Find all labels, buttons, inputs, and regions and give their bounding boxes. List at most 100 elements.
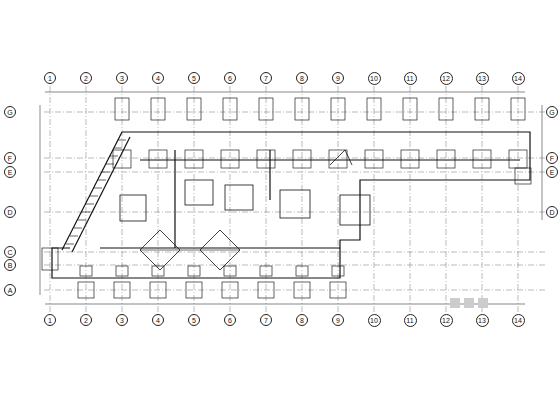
grid-line xyxy=(44,290,546,291)
footing xyxy=(258,282,274,298)
axis-label: C xyxy=(7,249,12,256)
footing xyxy=(224,266,236,276)
axis-label: 7 xyxy=(264,75,268,82)
axis-label: 7 xyxy=(264,317,268,324)
footing xyxy=(257,150,275,168)
grid-line xyxy=(106,164,114,165)
axis-label: 11 xyxy=(406,75,413,82)
footing xyxy=(221,150,239,168)
axis-bubble: G xyxy=(546,106,558,118)
axis-bubble: 5 xyxy=(188,314,200,326)
footing xyxy=(151,98,165,120)
footing xyxy=(293,150,311,168)
axis-bubble: 9 xyxy=(332,314,344,326)
axis-label: 10 xyxy=(370,317,378,324)
axis-label: 13 xyxy=(478,317,486,324)
grid-line xyxy=(44,172,546,173)
footing xyxy=(403,98,417,120)
axis-label: 2 xyxy=(84,317,88,324)
footing xyxy=(150,282,166,298)
axis-label: 5 xyxy=(192,317,196,324)
axis-bubble: 1 xyxy=(44,72,56,84)
grid-line xyxy=(44,265,546,266)
footing xyxy=(331,98,345,120)
grid-line xyxy=(70,236,78,237)
grid-line xyxy=(82,212,90,213)
axis-label: 8 xyxy=(300,317,304,324)
footing xyxy=(509,150,527,168)
footing xyxy=(511,98,525,120)
axis-label: 1 xyxy=(48,75,52,82)
grid-line xyxy=(44,252,546,253)
axis-label: 2 xyxy=(84,75,88,82)
footing xyxy=(186,282,202,298)
axis-bubble: 10 xyxy=(368,72,381,85)
axis-bubble: 2 xyxy=(80,314,92,326)
axis-label: E xyxy=(550,169,555,176)
footing xyxy=(260,266,272,276)
axis-label: D xyxy=(7,209,12,216)
dimension-lines xyxy=(40,92,542,304)
footing xyxy=(367,98,381,120)
footing xyxy=(329,150,347,168)
axis-label: 12 xyxy=(442,317,450,324)
footing xyxy=(222,282,238,298)
axis-label: F xyxy=(8,155,12,162)
footing xyxy=(187,98,201,120)
building-outline xyxy=(52,132,530,278)
footing xyxy=(115,98,129,120)
axis-bubble: D xyxy=(546,206,558,218)
axis-label: 9 xyxy=(336,317,340,324)
grid-line xyxy=(86,204,94,205)
axis-label: 3 xyxy=(120,317,124,324)
axis-bubble: 2 xyxy=(80,72,92,84)
footing xyxy=(185,150,203,168)
axis-bubble: 3 xyxy=(116,314,128,326)
axis-bubble: 8 xyxy=(296,72,308,84)
grid-line xyxy=(114,148,122,149)
footing xyxy=(149,150,167,168)
axis-label: 10 xyxy=(370,75,378,82)
axis-bubble: 12 xyxy=(440,72,453,85)
axis-label: F xyxy=(550,155,554,162)
axis-label: 12 xyxy=(442,75,450,82)
axis-bubble: 5 xyxy=(188,72,200,84)
axis-bubble: F xyxy=(546,152,558,164)
axis-bubble: 4 xyxy=(152,72,164,84)
grid-line xyxy=(90,196,98,197)
axis-bubble: 3 xyxy=(116,72,128,84)
axis-label: 9 xyxy=(336,75,340,82)
footing xyxy=(223,98,237,120)
grid-line xyxy=(78,220,86,221)
footing xyxy=(332,266,344,276)
footing xyxy=(473,150,491,168)
axis-bubble: 13 xyxy=(476,72,489,85)
footing xyxy=(515,168,531,184)
axis-label: 6 xyxy=(228,75,232,82)
grid-line xyxy=(102,172,110,173)
axis-label: E xyxy=(8,169,13,176)
axis-bubble: 7 xyxy=(260,72,272,84)
axis-bubble: 6 xyxy=(224,314,236,326)
footing xyxy=(188,266,200,276)
axis-bubble: 13 xyxy=(476,314,489,327)
axis-label: D xyxy=(549,209,554,216)
axis-label: 13 xyxy=(478,75,486,82)
grid-line xyxy=(98,180,106,181)
footing xyxy=(259,98,273,120)
axis-bubble: 11 xyxy=(404,314,417,327)
grid-line xyxy=(94,188,102,189)
axis-bubble: 6 xyxy=(224,72,236,84)
grid-line xyxy=(110,156,118,157)
axis-bubble: 10 xyxy=(368,314,381,327)
footing xyxy=(437,150,455,168)
axis-bubble: 1 xyxy=(44,314,56,326)
axis-bubble: D xyxy=(4,206,16,218)
axis-label: 5 xyxy=(192,75,196,82)
footing xyxy=(78,282,94,298)
axis-bubble: 11 xyxy=(404,72,417,85)
footing xyxy=(439,98,453,120)
footing xyxy=(401,150,419,168)
